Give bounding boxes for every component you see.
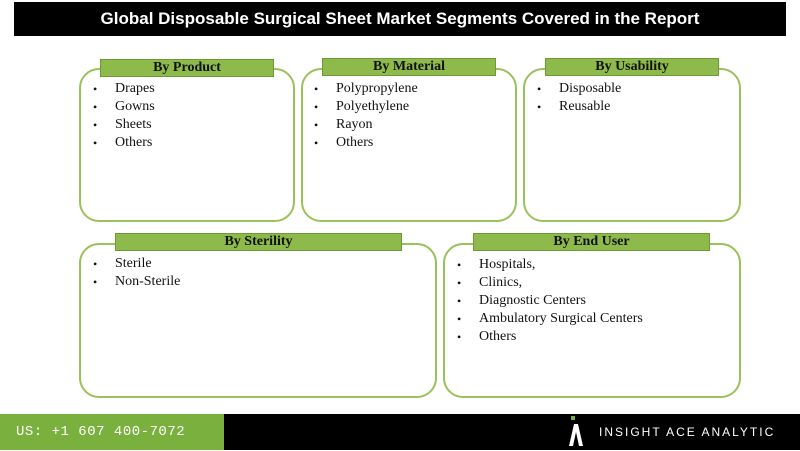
bullet-icon: • xyxy=(314,118,319,132)
bullet-icon: • xyxy=(314,100,319,114)
bullet-icon: • xyxy=(93,100,98,114)
bullet-icon: • xyxy=(457,330,462,344)
list-item: •Clinics, xyxy=(457,275,523,290)
segment-header-material: By Material xyxy=(322,58,496,76)
bullet-icon: • xyxy=(314,136,319,150)
bullet-icon: • xyxy=(93,275,98,289)
segment-box-material xyxy=(301,68,517,222)
list-item: •Others xyxy=(93,135,153,150)
segment-header-end-user: By End User xyxy=(473,233,710,251)
bullet-icon: • xyxy=(457,294,462,308)
segment-header-sterility: By Sterility xyxy=(115,233,402,251)
footer-bar: US: +1 607 400-7072 INSIGHT ACE ANALYTIC xyxy=(0,414,800,450)
segment-list-usability: •Disposable •Reusable xyxy=(535,80,730,116)
segment-header-usability: By Usability xyxy=(545,58,719,76)
segment-list-material: •Polypropylene •Polyethylene •Rayon •Oth… xyxy=(312,80,507,152)
segment-list-end-user: •Hospitals, •Clinics, •Diagnostic Center… xyxy=(455,256,735,346)
segment-header-product: By Product xyxy=(100,59,274,77)
bullet-icon: • xyxy=(457,312,462,326)
bullet-icon: • xyxy=(314,82,319,96)
bullet-icon: • xyxy=(457,258,462,272)
bullet-icon: • xyxy=(537,100,542,114)
bullet-icon: • xyxy=(93,136,98,150)
list-item: •Polyethylene xyxy=(314,99,410,114)
segment-box-usability xyxy=(523,68,741,222)
list-item: •Drapes xyxy=(93,81,155,96)
list-item: •Reusable xyxy=(537,99,611,114)
bullet-icon: • xyxy=(93,118,98,132)
page-title: Global Disposable Surgical Sheet Market … xyxy=(14,2,786,36)
segment-box-end-user xyxy=(443,243,741,398)
list-item: •Sterile xyxy=(93,256,152,271)
segment-box-sterility xyxy=(79,243,437,398)
list-item: •Ambulatory Surgical Centers xyxy=(457,311,643,326)
list-item: •Diagnostic Centers xyxy=(457,293,586,308)
list-item: •Others xyxy=(457,329,517,344)
bullet-icon: • xyxy=(93,82,98,96)
list-item: •Hospitals, xyxy=(457,257,536,272)
insight-ace-logo-icon xyxy=(567,416,585,446)
brand-name: INSIGHT ACE ANALYTIC xyxy=(599,425,776,439)
list-item: •Disposable xyxy=(537,81,622,96)
bullet-icon: • xyxy=(457,276,462,290)
list-item: •Polypropylene xyxy=(314,81,418,96)
list-item: •Sheets xyxy=(93,117,152,132)
list-item: •Rayon xyxy=(314,117,373,132)
bullet-icon: • xyxy=(537,82,542,96)
phone-number[interactable]: US: +1 607 400-7072 xyxy=(0,414,224,450)
segment-list-sterility: •Sterile •Non-Sterile xyxy=(91,255,421,291)
segment-list-product: •Drapes •Gowns •Sheets •Others xyxy=(91,80,281,152)
bullet-icon: • xyxy=(93,257,98,271)
list-item: •Others xyxy=(314,135,374,150)
list-item: •Gowns xyxy=(93,99,155,114)
list-item: •Non-Sterile xyxy=(93,274,181,289)
